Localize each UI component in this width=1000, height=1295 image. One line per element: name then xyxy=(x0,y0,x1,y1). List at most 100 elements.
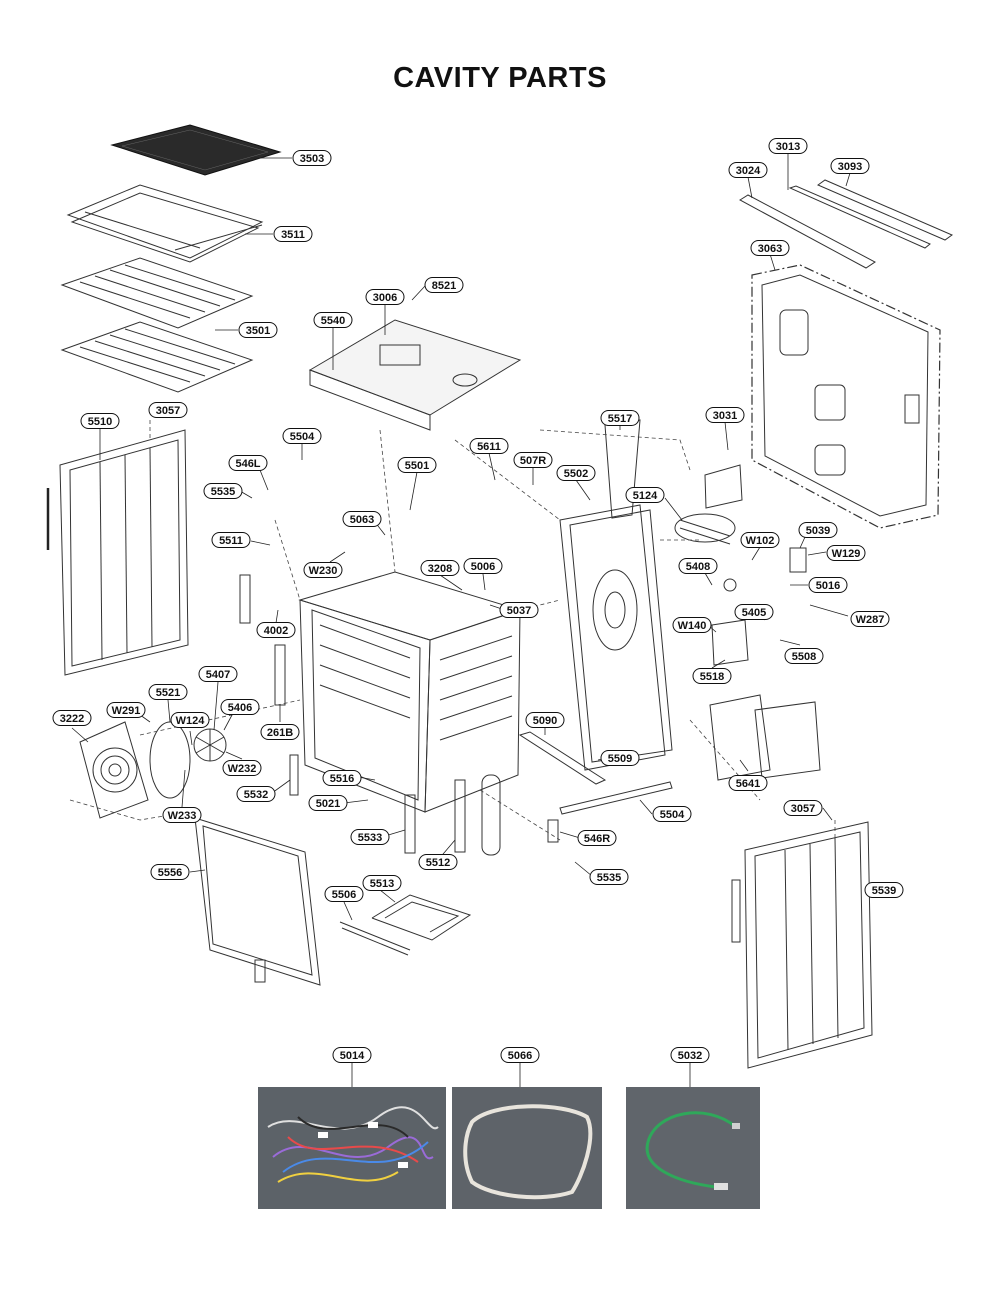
callout-bubble xyxy=(260,724,300,740)
callout-label: 5556 xyxy=(158,867,182,879)
callout-261B: 261B xyxy=(260,724,300,740)
callout-label: 5512 xyxy=(426,857,450,869)
callout-label: 5535 xyxy=(597,872,621,884)
callout-bubble xyxy=(150,864,190,880)
callout-label: W291 xyxy=(112,705,141,717)
callout-bubble xyxy=(798,522,838,538)
callout-W102: W102 xyxy=(740,532,780,548)
callout-bubble xyxy=(303,562,343,578)
callout-5037: 5037 xyxy=(499,602,539,618)
wire-harness-photo-5032 xyxy=(626,1087,760,1209)
callout-label: 5124 xyxy=(633,490,658,502)
callout-label: 3063 xyxy=(758,243,782,255)
callout-label: 5063 xyxy=(350,514,374,526)
callout-bubble xyxy=(106,702,146,718)
callout-bubble xyxy=(500,1047,540,1063)
callout-label: 5516 xyxy=(330,773,354,785)
callout-bubble xyxy=(273,226,313,242)
callout-label: 3013 xyxy=(776,141,800,153)
callout-bubble xyxy=(672,617,712,633)
callout-bubble xyxy=(600,750,640,766)
wire-harness-5014-icon xyxy=(258,1087,446,1209)
callout-bubble xyxy=(864,882,904,898)
sliding-rack-3511 xyxy=(66,184,264,263)
callout-bubble xyxy=(768,138,808,154)
callout-label: 5506 xyxy=(332,889,356,901)
callout-bubble xyxy=(705,407,745,423)
callout-label: 3057 xyxy=(791,803,815,815)
callout-label: 5511 xyxy=(219,535,243,547)
callout-bubble xyxy=(362,875,402,891)
callout-bubble xyxy=(322,770,362,786)
callout-label: 261B xyxy=(267,727,293,739)
callout-bubble xyxy=(678,558,718,574)
callout-3013: 3013 xyxy=(768,138,808,154)
callout-5032: 5032 xyxy=(670,1047,710,1063)
callout-bubble xyxy=(783,800,823,816)
callout-W230: W230 xyxy=(303,562,343,578)
callout-5405: 5405 xyxy=(734,604,774,620)
callout-5021: 5021 xyxy=(308,795,348,811)
callout-bubble xyxy=(256,622,296,638)
callout-label: 5021 xyxy=(316,798,340,810)
callout-bubble xyxy=(418,854,458,870)
callout-bubble xyxy=(211,532,251,548)
callout-5504: 5504 xyxy=(282,428,322,444)
cooling-fan-5124 xyxy=(674,464,743,545)
rear-cover-3063 xyxy=(751,264,941,529)
callout-label: W233 xyxy=(168,810,197,822)
callout-bubble xyxy=(670,1047,710,1063)
oven-rack-3501-lower xyxy=(60,321,254,393)
wire-harness-5066-icon xyxy=(452,1087,602,1209)
callout-bubble xyxy=(513,452,553,468)
callout-bubble xyxy=(463,558,503,574)
callout-4002: 4002 xyxy=(256,622,296,638)
callout-label: 507R xyxy=(520,455,546,467)
callout-label: W232 xyxy=(228,763,257,775)
callout-W124: W124 xyxy=(170,712,210,728)
callout-5407: 5407 xyxy=(198,666,238,682)
callout-bubble xyxy=(80,413,120,429)
callout-3222: 3222 xyxy=(52,710,92,726)
callout-bubble xyxy=(148,402,188,418)
callout-bubble xyxy=(784,648,824,664)
callout-label: 5408 xyxy=(686,561,710,573)
callout-bubble xyxy=(750,240,790,256)
callout-3511: 3511 xyxy=(273,226,313,242)
top-trims xyxy=(739,179,954,269)
callout-3024: 3024 xyxy=(728,162,768,178)
bottom-panel-5556 xyxy=(194,817,321,986)
top-cover-5540 xyxy=(308,319,522,431)
callout-W129: W129 xyxy=(826,545,866,561)
callout-5502: 5502 xyxy=(556,465,596,481)
callout-label: 5510 xyxy=(88,416,112,428)
callout-bubble xyxy=(332,1047,372,1063)
callout-546R: 546R xyxy=(577,830,617,846)
callout-label: 3093 xyxy=(838,161,862,173)
page-title: CAVITY PARTS xyxy=(393,62,607,94)
callout-bubble xyxy=(826,545,866,561)
callout-5539: 5539 xyxy=(864,882,904,898)
callout-bubble xyxy=(424,277,464,293)
callout-bubble xyxy=(220,699,260,715)
callout-5510: 5510 xyxy=(80,413,120,429)
callout-label: 3222 xyxy=(60,713,84,725)
callout-bubble xyxy=(292,150,332,166)
callout-5511: 5511 xyxy=(211,532,251,548)
callout-label: 5406 xyxy=(228,702,252,714)
callout-label: 546R xyxy=(584,833,610,845)
callout-label: 5540 xyxy=(321,315,345,327)
callout-bubble xyxy=(148,684,188,700)
callout-bubble xyxy=(236,786,276,802)
callout-layer: 350335113501305755103006852155405504546L… xyxy=(52,138,904,1063)
callout-5512: 5512 xyxy=(418,854,458,870)
convection-fan-5407 xyxy=(193,728,227,762)
callout-label: 5504 xyxy=(290,431,315,443)
callout-5517: 5517 xyxy=(600,410,640,426)
callout-507R: 507R xyxy=(513,452,553,468)
callout-label: 5508 xyxy=(792,651,816,663)
callout-label: 5641 xyxy=(736,778,760,790)
callout-label: 3031 xyxy=(713,410,737,422)
callout-label: 5611 xyxy=(477,441,501,453)
